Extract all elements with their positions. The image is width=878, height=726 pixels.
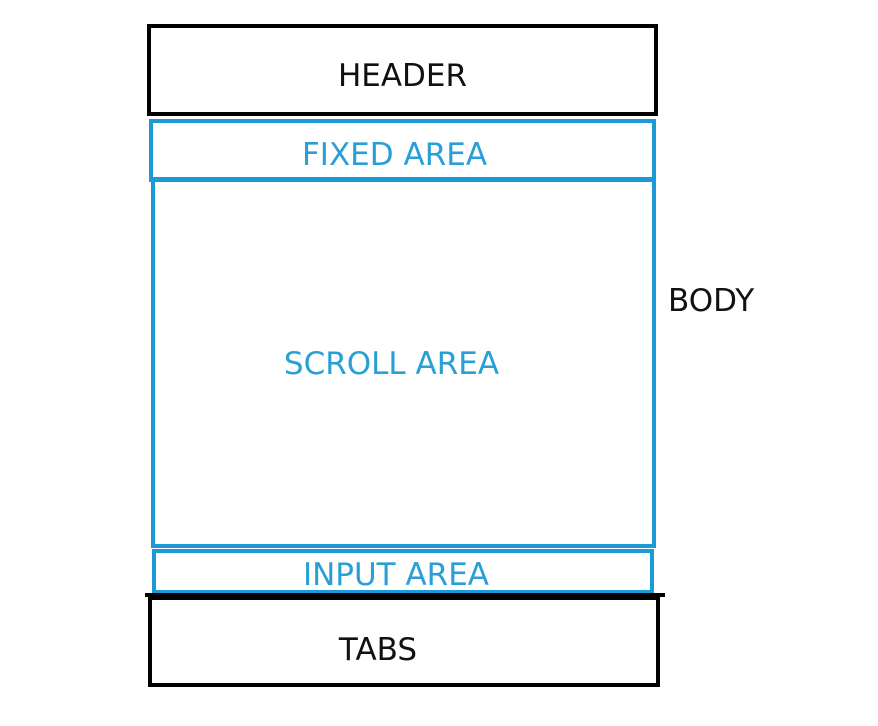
tabs-label: TABS bbox=[338, 632, 418, 668]
tabs-box: TABS bbox=[148, 596, 660, 687]
fixed-area-label: FIXED AREA bbox=[301, 137, 488, 173]
header-box: HEADER bbox=[147, 24, 658, 116]
body-tabs-divider bbox=[145, 593, 665, 597]
scroll-area-label: SCROLL AREA bbox=[283, 346, 500, 382]
input-area-box: INPUT AREA bbox=[152, 549, 654, 594]
fixed-area-box: FIXED AREA bbox=[149, 119, 656, 182]
body-label: BODY bbox=[668, 283, 755, 319]
input-area-label: INPUT AREA bbox=[302, 557, 490, 593]
header-label: HEADER bbox=[337, 58, 468, 94]
scroll-area-box: SCROLL AREA bbox=[151, 177, 656, 548]
